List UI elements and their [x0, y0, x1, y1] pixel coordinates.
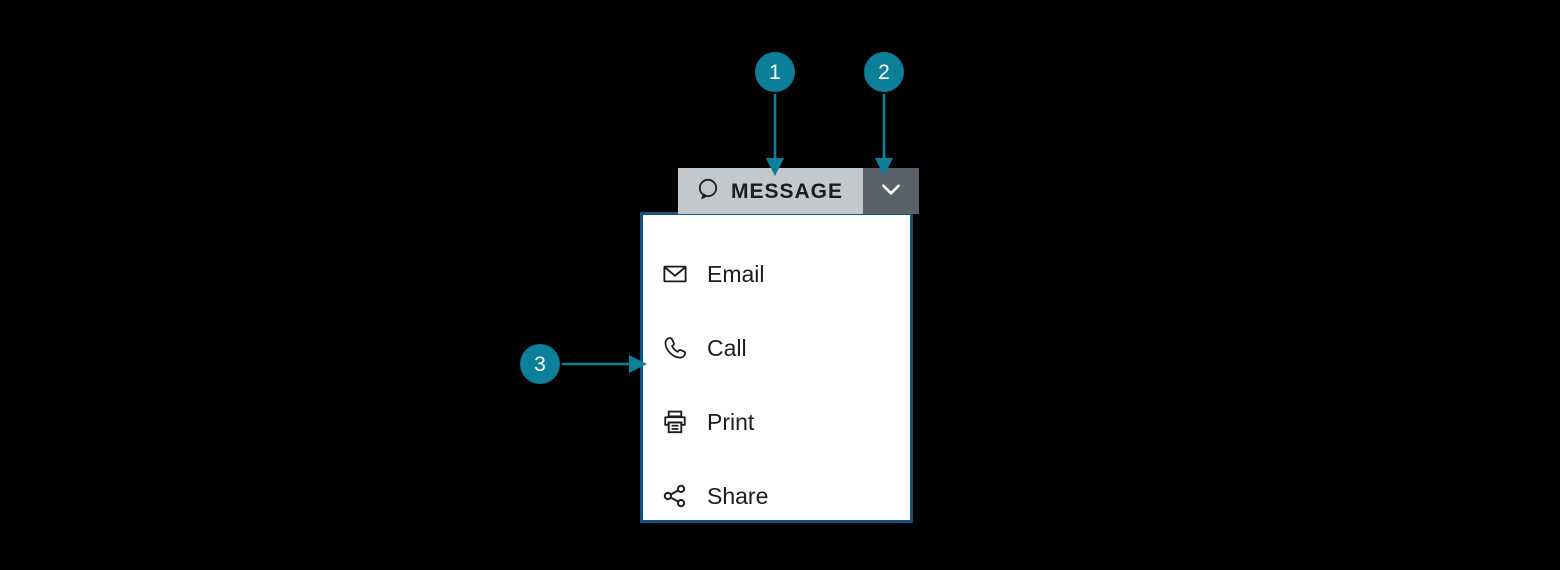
- callout-badge-2-number: 2: [878, 60, 890, 84]
- dropdown-menu: Email Call: [640, 212, 913, 523]
- envelope-icon: [661, 260, 689, 288]
- printer-icon: [661, 408, 689, 436]
- menu-item-email[interactable]: Email: [643, 237, 910, 311]
- menu-item-share[interactable]: Share: [643, 459, 910, 533]
- menu-item-print-label: Print: [707, 408, 755, 435]
- split-button: MESSAGE: [678, 168, 920, 214]
- callout-badge-1: 1: [755, 52, 795, 92]
- menu-item-call[interactable]: Call: [643, 311, 910, 385]
- callout-badge-1-number: 1: [769, 60, 781, 84]
- message-button[interactable]: MESSAGE: [678, 168, 864, 214]
- dropdown-menu-list: Email Call: [643, 215, 910, 533]
- chat-bubble-icon: [696, 177, 720, 206]
- callout-badge-3: 3: [520, 344, 560, 384]
- callout-badge-3-number: 3: [534, 352, 546, 376]
- menu-item-email-label: Email: [707, 260, 765, 287]
- message-button-label: MESSAGE: [731, 179, 844, 203]
- chevron-down-icon: [878, 176, 904, 207]
- menu-item-print[interactable]: Print: [643, 385, 910, 459]
- share-nodes-icon: [661, 482, 689, 510]
- menu-item-call-label: Call: [707, 334, 747, 361]
- callout-badge-2: 2: [864, 52, 904, 92]
- menu-item-share-label: Share: [707, 482, 769, 509]
- split-button-toggle[interactable]: [863, 168, 920, 214]
- phone-icon: [661, 334, 689, 362]
